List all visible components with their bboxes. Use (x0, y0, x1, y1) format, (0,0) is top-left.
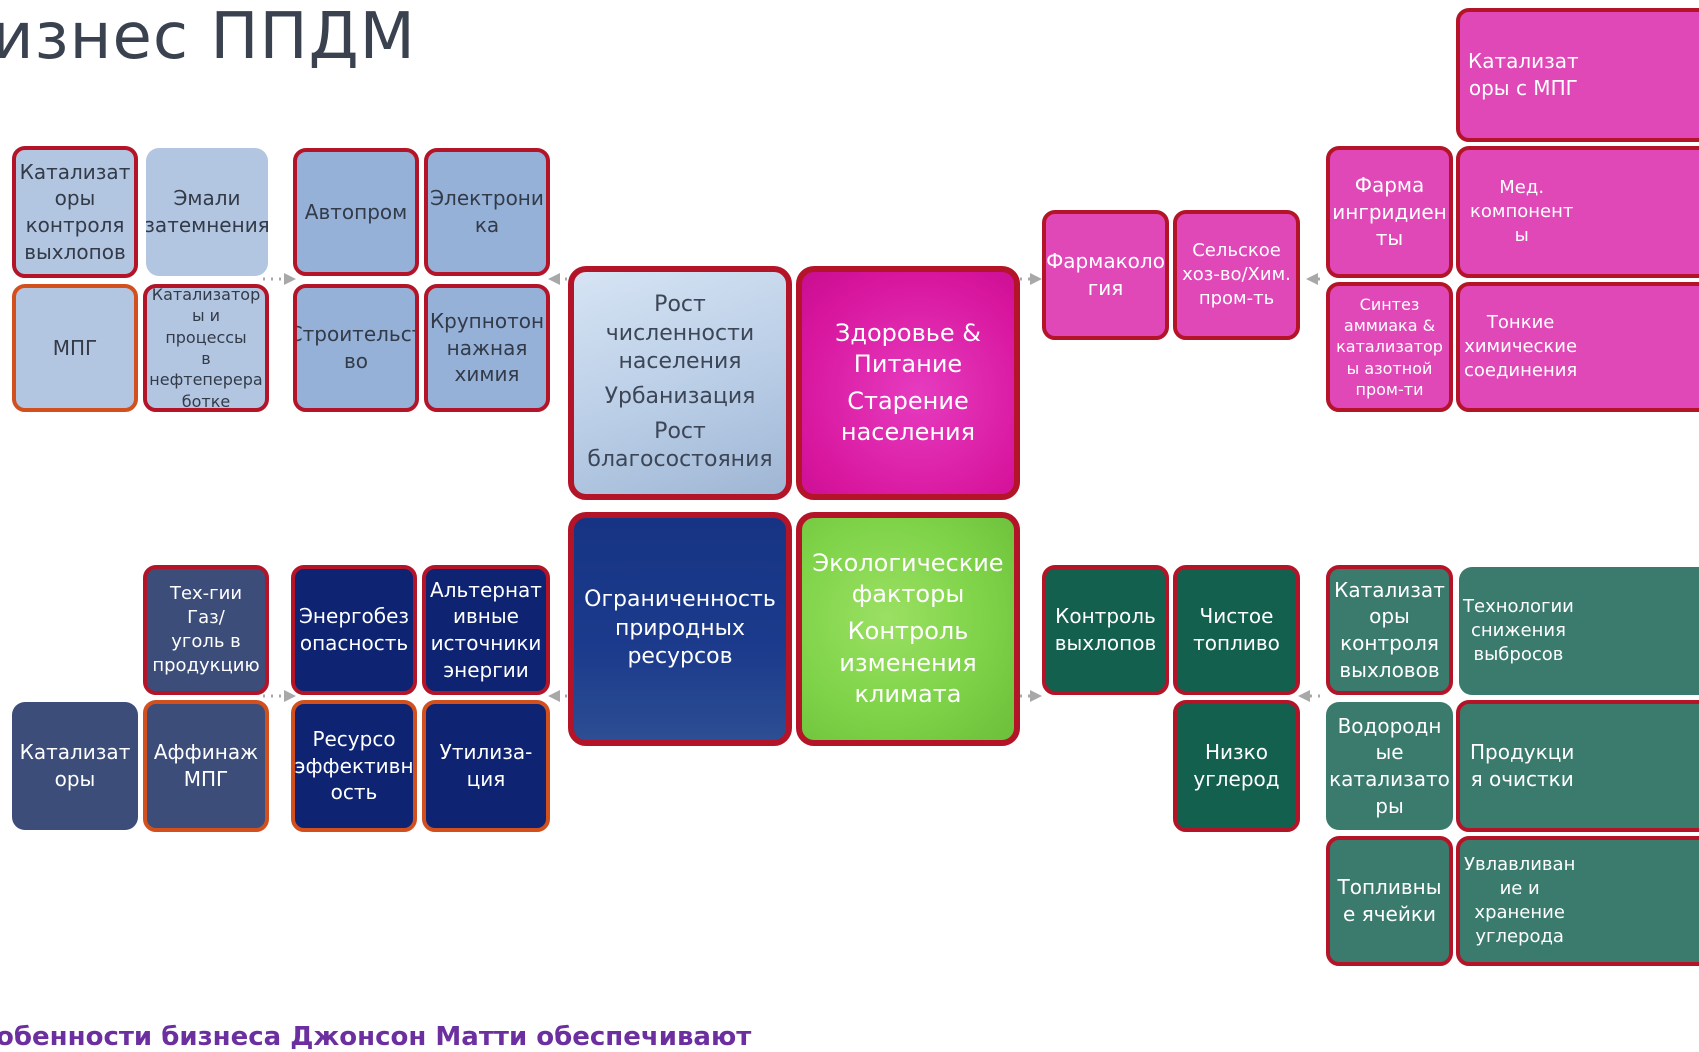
tile-pharmacology: Фармаколо гия (1042, 210, 1169, 340)
arrow-right-icon (284, 273, 296, 285)
tile-pgm-top: МПГ (12, 284, 138, 412)
quad-environmental-factors: Экологические факторы Контроль изменения… (796, 512, 1020, 746)
tile-purification-products: Продукци я очистки (1456, 700, 1699, 832)
tile-exhaust-catalysts-bottom: Катализат оры контроля выхловов (1326, 565, 1453, 695)
tile-hydrogen-catalysts: Водородн ые катализато ры (1326, 702, 1453, 830)
tile-fine-chemicals: Тонкие химические соединения (1456, 282, 1699, 412)
quad-health-nutrition: Здоровье & Питание Старение населения (796, 266, 1020, 500)
tile-carbon-capture: Увлавливан ие и хранение углерода (1456, 836, 1699, 966)
tile-catalysts: Катализат оры (12, 702, 138, 830)
arrow-left-icon (1298, 690, 1310, 702)
tile-emission-reduction-tech: Технологии снижения выбросов (1459, 567, 1699, 695)
bottom-caption: обенности бизнеса Джонсон Матти обеспечи… (0, 1022, 752, 1052)
tile-electronics: Электрони ка (424, 148, 550, 276)
tile-energy-security: Энергобез опасность (291, 565, 417, 695)
tile-resource-efficiency: Ресурсо эффективн ость (291, 700, 417, 832)
arrow-left-icon (548, 273, 560, 285)
tile-pgm-catalysts: Катализат оры с МПГ (1456, 8, 1699, 142)
tile-emission-control: Контроль выхлопов (1042, 565, 1169, 695)
tile-agriculture: Сельское хоз-во/Хим. пром-ть (1173, 210, 1300, 340)
tile-enamels: Эмали затемнения (146, 148, 268, 276)
tile-recycling: Утилиза- ция (422, 700, 550, 832)
tile-medical-components: Мед. компонент ы (1456, 146, 1699, 278)
tile-refining-catalysts: Катализатор ы и процессы в нефтеперера б… (143, 284, 269, 412)
quad-limited-resources: Ограниченность природных ресурсов (568, 512, 792, 746)
tile-pgm-refining: Аффинаж МПГ (143, 700, 269, 832)
arrow-left-icon (1306, 273, 1318, 285)
tile-construction: Строительст во (293, 284, 419, 412)
arrow-right-icon (284, 690, 296, 702)
tile-gas-coal-tech: Тех-гии Газ/ уголь в продукцию (143, 565, 269, 695)
page-title: изнес ППДМ (0, 0, 416, 74)
tile-ammonia-synthesis: Синтез аммиака & катализатор ы азотной п… (1326, 282, 1453, 412)
arrow-left-icon (548, 690, 560, 702)
tile-alternative-energy: Альтернат ивные источники энергии (422, 565, 550, 695)
tile-low-carbon: Низко углерод (1173, 700, 1300, 832)
tile-automotive: Автопром (293, 148, 419, 276)
arrow-right-icon (1030, 273, 1042, 285)
tile-clean-fuel: Чистое топливо (1173, 565, 1300, 695)
tile-fuel-cells: Топливны е ячейки (1326, 836, 1453, 966)
tile-pharma-ingredients: Фарма ингридиен ты (1326, 146, 1453, 278)
arrow-right-icon (1030, 690, 1042, 702)
tile-exhaust-catalysts-top: Катализат оры контроля выхлопов (12, 146, 138, 278)
quad-population-growth: Рост численности населения Урбанизация Р… (568, 266, 792, 500)
tile-bulk-chemicals: Крупнотон нажная химия (424, 284, 550, 412)
